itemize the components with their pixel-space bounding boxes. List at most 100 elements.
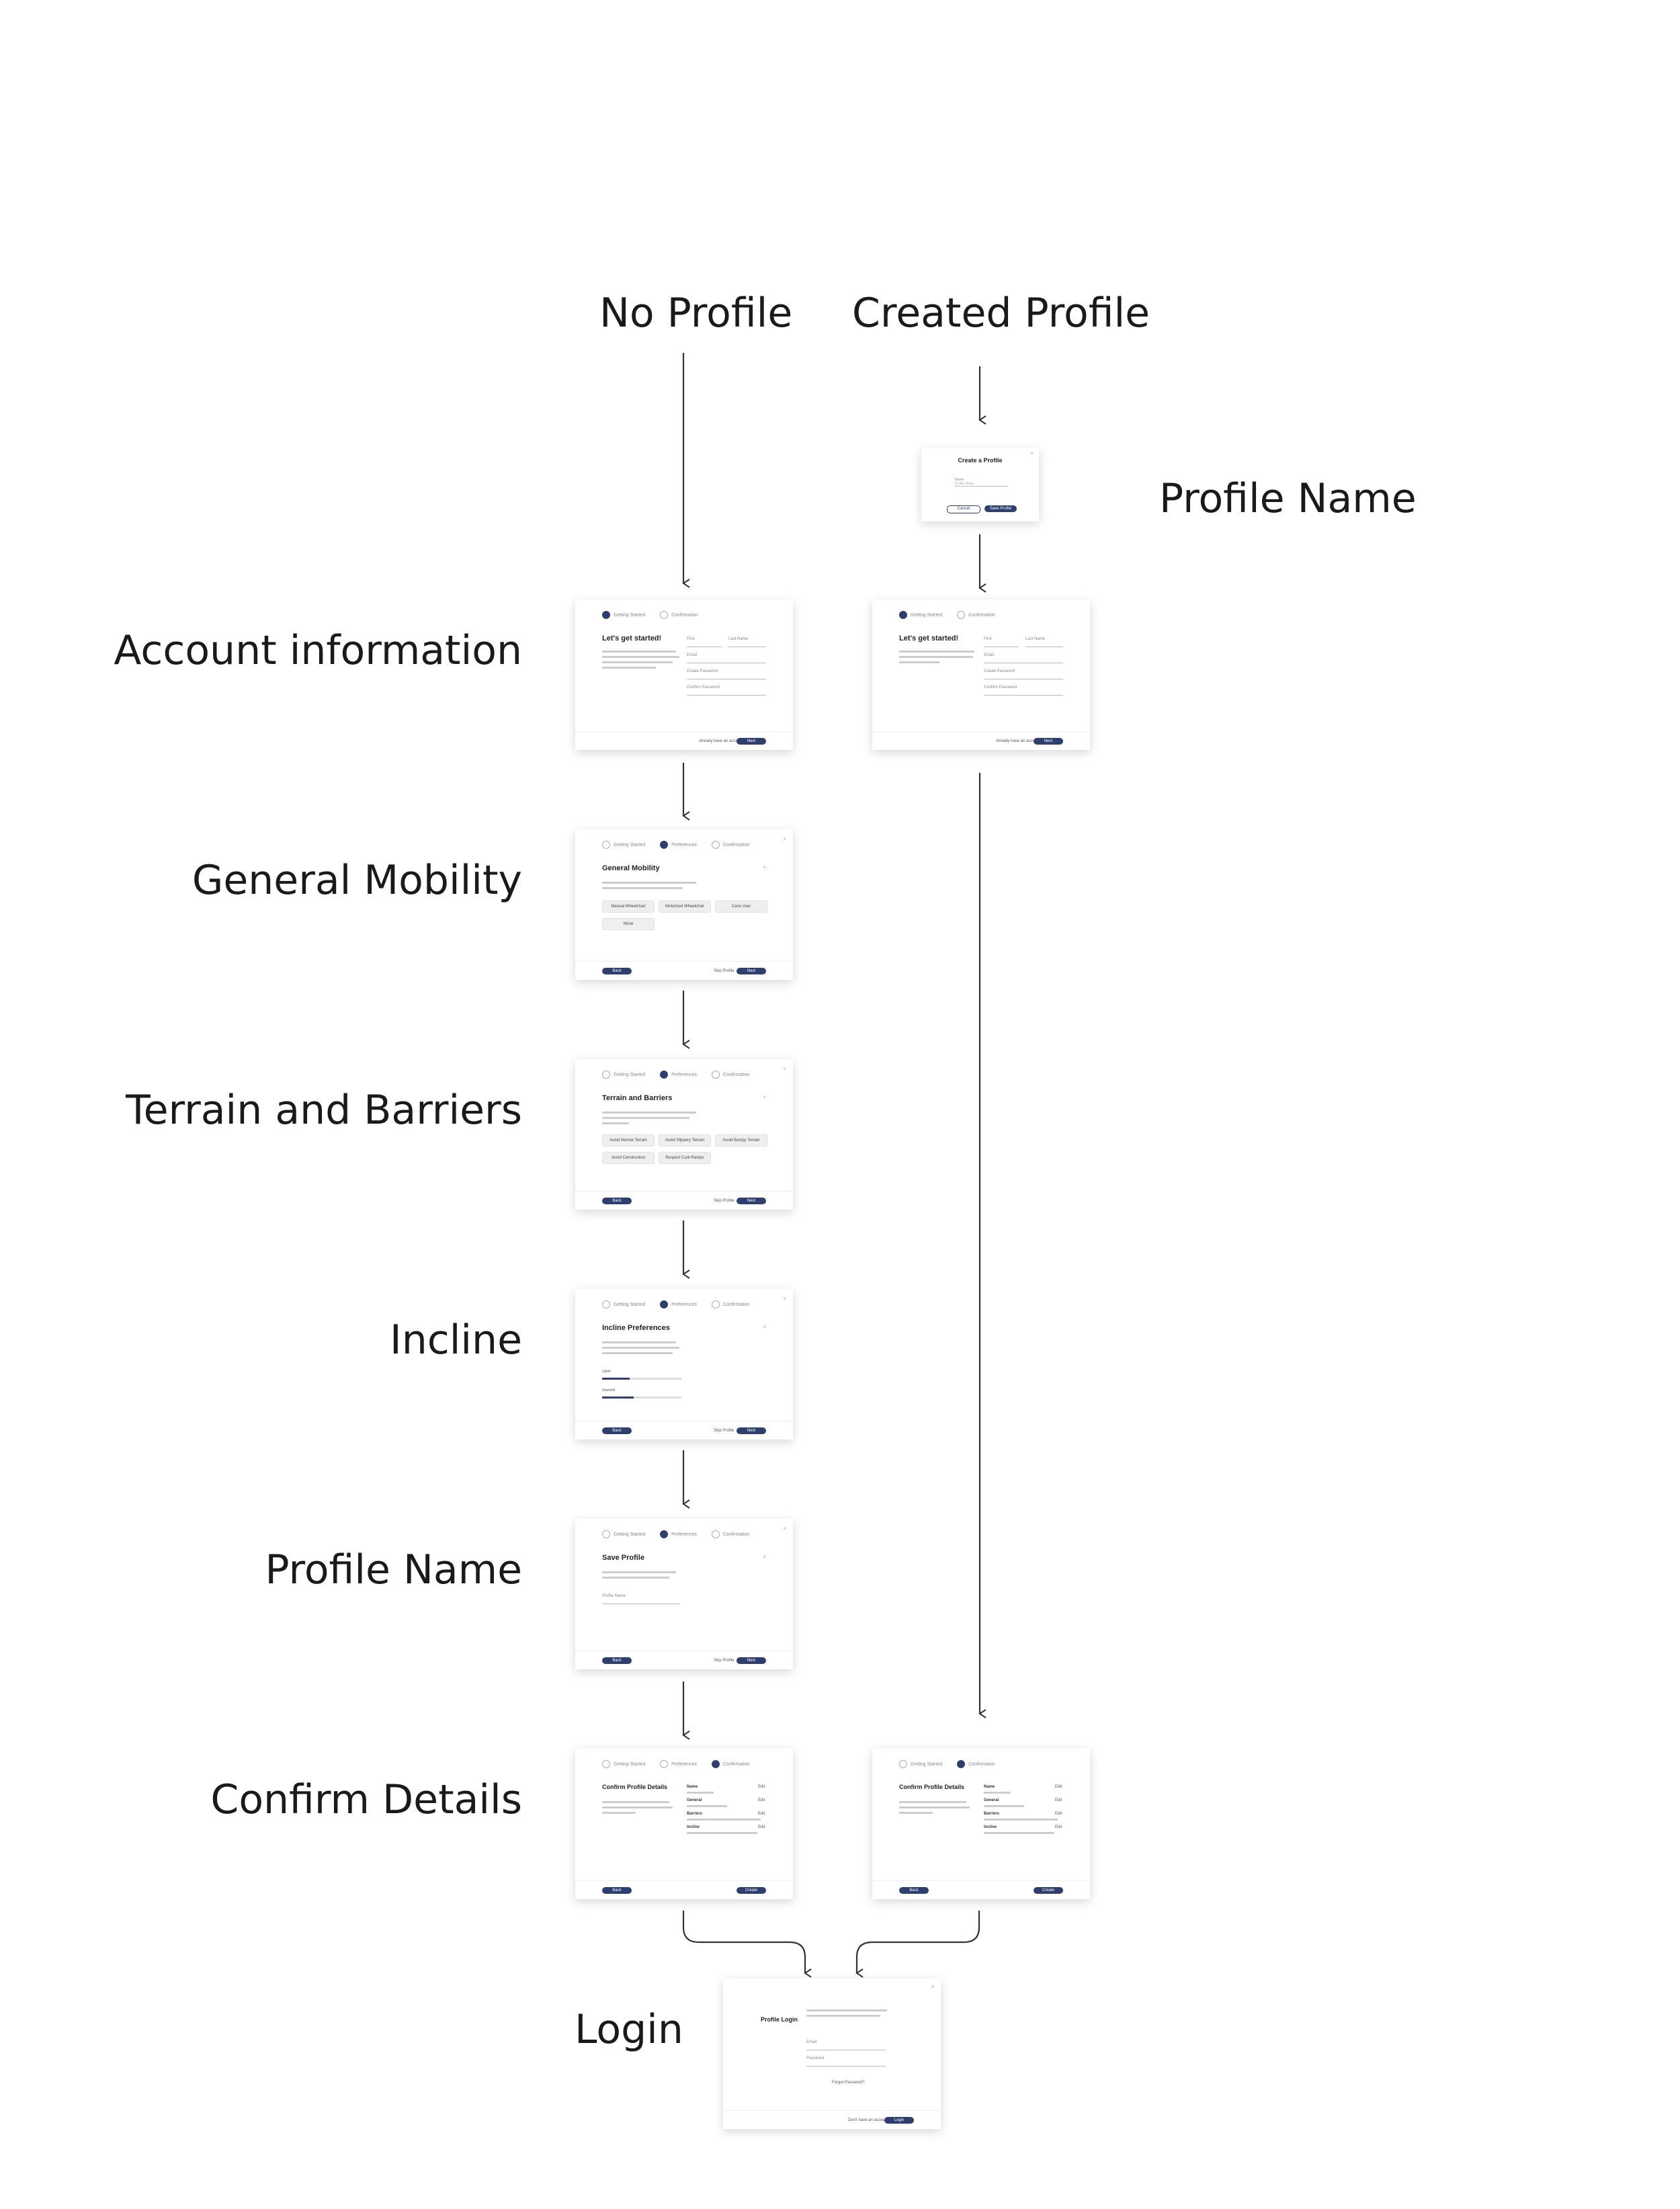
step-dot-icon [711, 1071, 720, 1079]
create-profile-modal: × Create a Profile Name Profile Name Can… [921, 448, 1039, 522]
back-button[interactable]: Back [602, 968, 632, 974]
option-avoid-bumpy-terrain[interactable]: Avoid Bumpy Terrain [715, 1134, 767, 1147]
have-account-link[interactable]: Already have an account? [996, 739, 1043, 743]
option-respect-curb-ramps[interactable]: Respect Curb Ramps [659, 1152, 711, 1164]
option-motorized-wheelchair[interactable]: Motorized Wheelchair [659, 901, 711, 913]
description-line [602, 651, 676, 653]
edit-link[interactable]: Edit [1055, 1812, 1062, 1816]
back-button[interactable]: Back [602, 1887, 632, 1894]
close-icon[interactable]: × [763, 1554, 766, 1560]
description-line [899, 1806, 970, 1808]
edit-link[interactable]: Edit [1055, 1785, 1062, 1789]
password-field[interactable]: Password [806, 2056, 886, 2067]
forgot-password-link[interactable]: Forgot Password? [832, 2081, 865, 2085]
confirm-password-field[interactable]: Confirm Password [984, 685, 1063, 696]
summary-incline: Incline [687, 1825, 700, 1829]
close-icon[interactable]: × [763, 1324, 766, 1330]
save-profile-screen: Getting Started Preferences Confirmation… [575, 1519, 793, 1669]
back-button[interactable]: Back [602, 1427, 632, 1434]
step-dot-icon [899, 611, 907, 619]
stepper: Getting Started Confirmation [899, 1754, 995, 1774]
create-button[interactable]: Create [1034, 1887, 1063, 1894]
uphill-slider[interactable] [602, 1378, 681, 1380]
next-button[interactable]: Next [1034, 738, 1063, 745]
save-profile-title: Save Profile [602, 1554, 644, 1562]
first-name-field[interactable]: First [984, 637, 1019, 647]
description-line [806, 2015, 880, 2017]
email-field[interactable]: Email [806, 2040, 886, 2050]
close-icon[interactable]: × [763, 864, 766, 870]
row-label-account-information: Account information [114, 627, 522, 674]
next-button[interactable]: Next [737, 1657, 766, 1664]
option-none[interactable]: None [602, 918, 655, 930]
option-avoid-narrow-terrain[interactable]: Avoid Narrow Terrain [602, 1134, 655, 1147]
stepper: Getting Started Preferences Confirmation [602, 1294, 750, 1315]
uphill-slider-fill [602, 1378, 630, 1380]
no-account-link[interactable]: Don't have an account? [848, 2118, 890, 2122]
option-avoid-construction[interactable]: Avoid Construction [602, 1152, 655, 1164]
next-button[interactable]: Next [737, 1427, 766, 1434]
edit-link[interactable]: Edit [1055, 1825, 1062, 1829]
login-button[interactable]: Login [884, 2117, 914, 2124]
cancel-button[interactable]: Cancel [947, 505, 980, 513]
edit-link[interactable]: Edit [758, 1798, 765, 1802]
confirm-title: Confirm Profile Details [899, 1784, 965, 1790]
last-name-field[interactable]: Last Name [728, 637, 766, 647]
profile-name-field[interactable]: Profile Name [602, 1594, 680, 1604]
close-icon[interactable]: × [1030, 450, 1034, 456]
next-button[interactable]: Next [737, 1198, 766, 1204]
option-manual-wheelchair[interactable]: Manual Wheelchair [602, 901, 655, 913]
close-icon[interactable]: × [763, 1094, 766, 1100]
confirm-password-field[interactable]: Confirm Password [687, 685, 766, 696]
edit-link[interactable]: Edit [1055, 1798, 1062, 1802]
password-field[interactable]: Create Password [687, 669, 766, 679]
skip-profile-link[interactable]: Skip Profile [714, 1199, 734, 1203]
option-cane-user[interactable]: Cane User [715, 901, 767, 913]
last-name-field[interactable]: Last Name [1025, 637, 1063, 647]
profile-name-field[interactable]: Name Profile Name [955, 478, 1007, 487]
step-dot-icon [711, 841, 720, 849]
back-button[interactable]: Back [602, 1198, 632, 1204]
skip-profile-link[interactable]: Skip Profile [714, 1659, 734, 1663]
login-title: Profile Login [761, 2016, 798, 2023]
close-icon[interactable]: × [783, 1296, 786, 1302]
next-button[interactable]: Next [737, 968, 766, 974]
description-line [602, 1806, 673, 1808]
stepper: Getting Started Confirmation [602, 605, 698, 625]
close-icon[interactable]: × [783, 1066, 786, 1072]
close-icon[interactable]: × [931, 1984, 934, 1990]
step-dot-icon [602, 1760, 610, 1768]
next-button[interactable]: Next [737, 738, 766, 745]
password-field[interactable]: Create Password [984, 669, 1063, 679]
column-header-no-profile: No Profile [599, 290, 793, 337]
step-dot-icon [602, 1300, 610, 1308]
edit-link[interactable]: Edit [758, 1785, 765, 1789]
skip-profile-link[interactable]: Skip Profile [714, 969, 734, 973]
close-icon[interactable]: × [783, 836, 786, 842]
downhill-slider[interactable] [602, 1397, 681, 1399]
create-button[interactable]: Create [737, 1887, 766, 1894]
close-icon[interactable]: × [783, 1526, 786, 1532]
edit-link[interactable]: Edit [758, 1825, 765, 1829]
back-button[interactable]: Back [602, 1657, 632, 1664]
back-button[interactable]: Back [899, 1887, 929, 1894]
save-profile-button[interactable]: Save Profile [984, 505, 1017, 512]
profile-login-screen: × Profile Login Email Password Forgot Pa… [723, 1978, 941, 2129]
summary-value-line [984, 1805, 1024, 1807]
have-account-link[interactable]: Already have an account? [699, 739, 746, 743]
account-screen-no-profile: Getting Started Confirmation Let's get s… [575, 599, 793, 750]
step-dot-icon [711, 1760, 720, 1768]
stepper: Getting Started Preferences Confirmation [602, 835, 750, 855]
footer-divider [872, 1880, 1090, 1881]
description-line [602, 1117, 689, 1119]
email-field[interactable]: Email [687, 653, 766, 663]
description-line [602, 1347, 679, 1349]
edit-link[interactable]: Edit [758, 1812, 765, 1816]
skip-profile-link[interactable]: Skip Profile [714, 1429, 734, 1433]
summary-value-line [687, 1832, 757, 1834]
create-profile-title: Create a Profile [958, 457, 1003, 464]
email-field[interactable]: Email [984, 653, 1063, 663]
first-name-field[interactable]: First [687, 637, 722, 647]
option-avoid-slippery-terrain[interactable]: Avoid Slippery Terrain [659, 1134, 711, 1147]
